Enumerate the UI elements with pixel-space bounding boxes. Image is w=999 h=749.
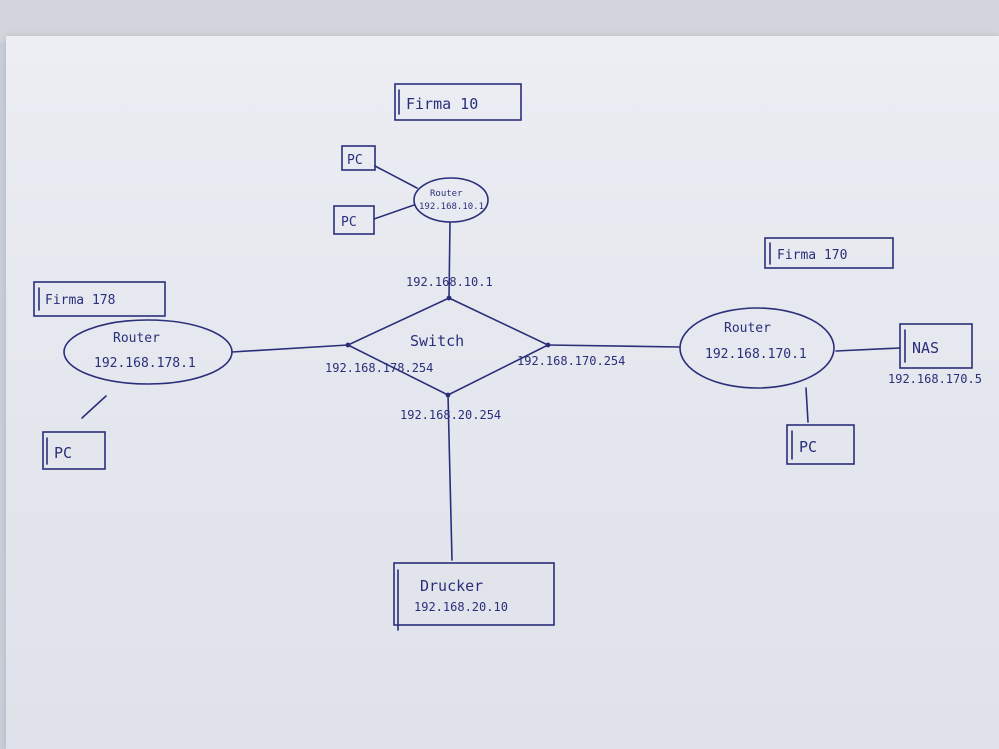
router-firma170-ip: 192.168.170.1 — [705, 347, 807, 362]
router-firma10-ellipse — [413, 177, 489, 223]
pc-firma170-box — [786, 424, 855, 465]
pc-firma10-bottom-box — [333, 205, 375, 235]
link-pc-bottom-router10 — [373, 204, 415, 220]
link-router170-pc — [805, 387, 809, 423]
pc-firma178-box — [42, 431, 106, 470]
firma-170-box — [764, 237, 894, 269]
link-switch-router170 — [547, 344, 681, 348]
link-ip-firma10: 192.168.10.1 — [406, 275, 493, 289]
firma-10-group: Firma 10 PC PC Router 192.168.10.1 192.1… — [333, 83, 522, 299]
link-router178-switch — [231, 344, 349, 353]
link-pc-top-router10 — [374, 165, 418, 189]
firma-178-box — [33, 281, 166, 317]
router-firma178-ellipse — [63, 319, 233, 385]
nas-box — [899, 323, 973, 369]
firma-178-group: Firma 178 Router 192.168.178.1 PC — [33, 281, 349, 470]
switch-label: Switch — [410, 332, 464, 350]
nas-ip: 192.168.170.5 — [888, 372, 982, 386]
switch-ip-right: 192.168.170.254 — [517, 354, 625, 368]
nas-label: NAS — [912, 339, 939, 357]
printer-box — [393, 562, 555, 626]
switch-port-left — [345, 342, 351, 348]
pc-firma170-label: PC — [799, 438, 817, 456]
switch-port-top — [446, 295, 452, 301]
paper-sheet — [6, 36, 999, 749]
firma-10-box — [394, 83, 522, 121]
link-router178-pc — [81, 395, 107, 419]
link-switch-printer — [447, 394, 453, 561]
pc-firma10-top-label: PC — [347, 153, 363, 168]
printer-group: Drucker 192.168.20.10 — [393, 394, 555, 631]
pc-firma10-top-box — [341, 145, 376, 171]
router-firma178-ip: 192.168.178.1 — [94, 356, 196, 371]
switch-ip-bottom: 192.168.20.254 — [400, 408, 501, 422]
printer-ip: 192.168.20.10 — [414, 600, 508, 614]
firma-170-title: Firma 170 — [777, 248, 847, 263]
firma-178-title: Firma 178 — [45, 293, 115, 308]
background-surface — [0, 0, 999, 42]
router-firma178-label: Router — [113, 331, 160, 346]
firma-10-title: Firma 10 — [406, 95, 478, 113]
pc-firma10-bottom-label: PC — [341, 215, 357, 230]
pc-firma178-label: PC — [54, 444, 72, 462]
firma-170-group: Firma 170 Router 192.168.170.1 NAS 192.1… — [547, 237, 982, 465]
switch-ip-left: 192.168.178.254 — [325, 361, 433, 375]
printer-label: Drucker — [420, 577, 483, 595]
switch-group: Switch 192.168.178.254 192.168.170.254 1… — [325, 295, 625, 422]
link-router10-switch — [448, 221, 451, 299]
router-firma170-ellipse — [679, 307, 835, 389]
router-firma10-label: Router — [430, 189, 463, 199]
router-firma170-label: Router — [724, 321, 771, 336]
link-router170-nas — [835, 347, 901, 352]
router-firma10-ip: 192.168.10.1 — [419, 202, 484, 212]
